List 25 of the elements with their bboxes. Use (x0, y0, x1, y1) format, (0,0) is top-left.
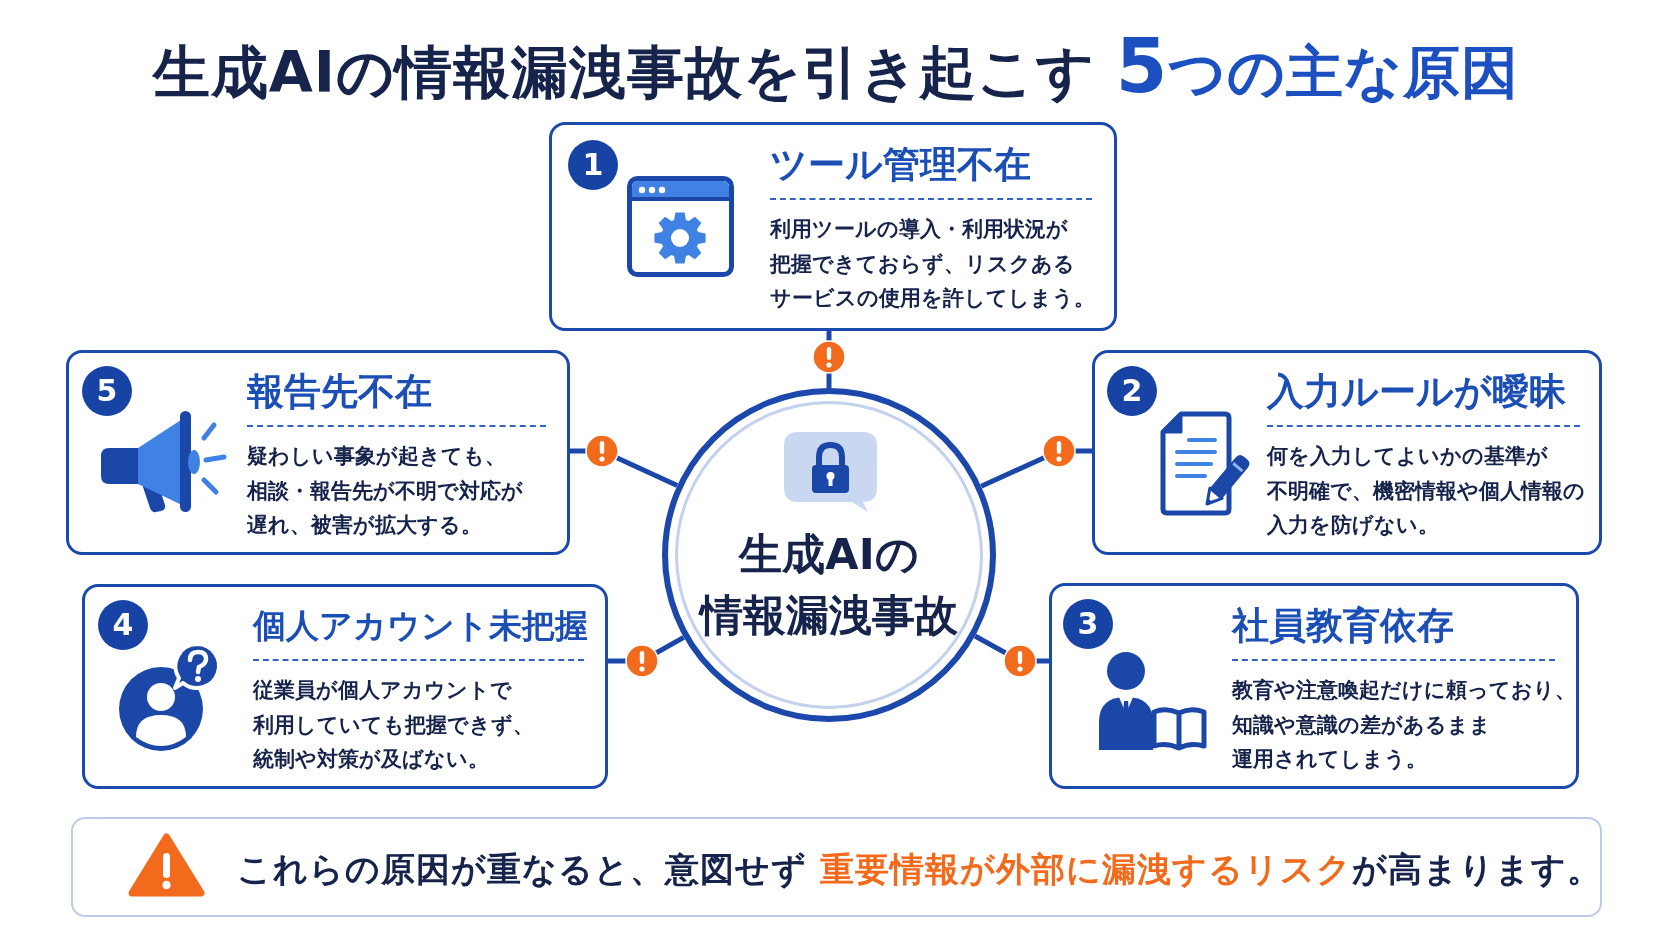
number-badge: 2 (1107, 366, 1157, 416)
card-heading: ツール管理不在 (770, 142, 1031, 188)
card-description: 従業員が個人アカウントで利用していても把握できず、統制や対策が及ばない。 (253, 677, 534, 773)
cause-card (1092, 350, 1602, 555)
warning-banner (71, 817, 1602, 917)
cause-card (66, 350, 570, 555)
cause-card (549, 122, 1117, 331)
number-badge: 5 (82, 366, 132, 416)
cause-card (1049, 583, 1579, 789)
center-title: 生成AIの情報漏洩事故 (697, 528, 959, 642)
card-description: 疑わしい事象が起きても、相談・報告先が不明で対応が遅れ、被害が拡大する。 (247, 443, 523, 539)
card-heading: 入力ルールが曖昧 (1267, 369, 1566, 415)
title: 生成AIの情報漏洩事故を引き起こす 5つの主な原因 (152, 24, 1520, 111)
warning-message: これらの原因が重なると、意図せず 重要情報が外部に漏洩するリスクが高まります。 (237, 848, 1602, 891)
card-heading: 個人アカウント未把握 (253, 605, 588, 647)
card-description: 教育や注意喚起だけに頼っており、知識や意識の差があるまま運用されてしまう。 (1232, 677, 1576, 773)
number-badge: 3 (1063, 599, 1113, 649)
number-badge: 4 (98, 600, 148, 650)
card-heading: 報告先不在 (247, 369, 432, 415)
connector-line (826, 331, 832, 388)
number-badge: 1 (568, 140, 618, 190)
card-heading: 社員教育依存 (1232, 603, 1454, 649)
card-description: 利用ツールの導入・利用状況が把握できておらず、リスクあるサービスの使用を許してしまう。 (770, 216, 1095, 312)
cause-card (82, 584, 608, 789)
card-description: 何を入力してよいかの基準が不明確で、機密情報や個人情報の入力を防げない。 (1267, 443, 1585, 539)
